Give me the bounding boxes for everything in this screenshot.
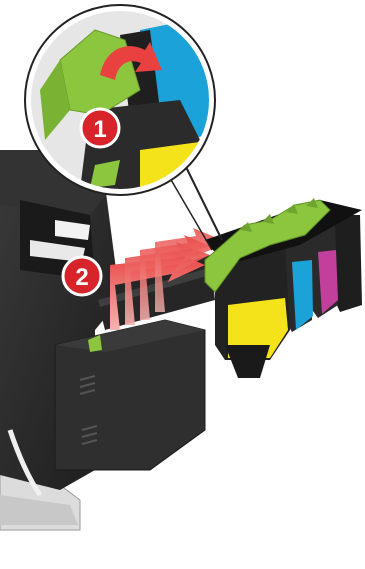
printer-body bbox=[0, 150, 205, 495]
step-number-2: 2 bbox=[75, 264, 88, 291]
step-badge-2: 2 bbox=[63, 257, 101, 295]
toner-cartridges bbox=[205, 198, 362, 378]
step-number-1: 1 bbox=[93, 116, 106, 143]
step-badge-1: 1 bbox=[81, 109, 119, 147]
